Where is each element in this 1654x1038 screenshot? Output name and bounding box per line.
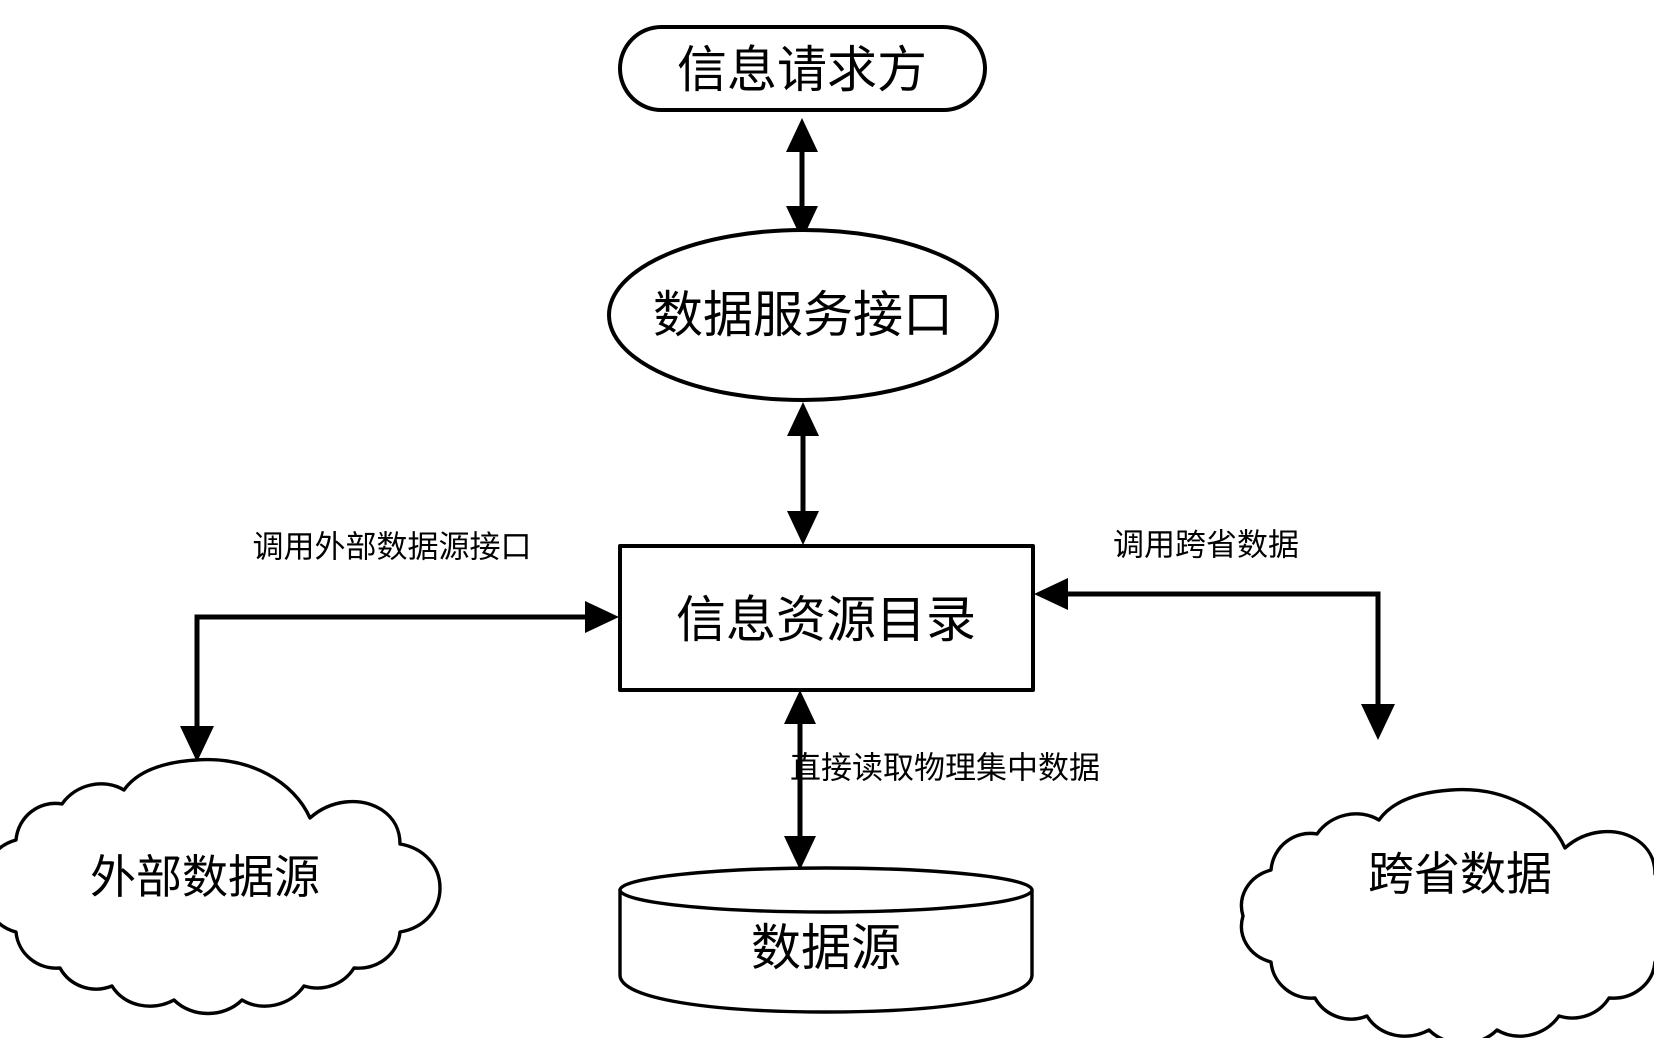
edge-catalog-external-line (194, 614, 600, 740)
catalog-shape (618, 544, 1035, 692)
arrow-head-left (1034, 578, 1068, 610)
edge-service-catalog[interactable] (787, 402, 819, 545)
edge-catalog-cross-label: 调用跨省数据 (1113, 528, 1299, 563)
data-source-label: 数据源 (751, 920, 901, 976)
node-catalog[interactable]: 信息资源目录 (618, 544, 1035, 692)
edge-catalog-datasource-label: 直接读取物理集中数据 (790, 751, 1100, 786)
requester-shape (618, 25, 987, 112)
arrow-head-down (787, 511, 819, 545)
arrow-head-down (784, 836, 816, 870)
service-api-shape (607, 228, 999, 402)
edge-catalog-cross-line (1053, 591, 1381, 718)
data-source-body (618, 888, 1034, 1014)
edge-catalog-cross[interactable]: 调用跨省数据 (1034, 528, 1395, 741)
cross-province-label: 跨省数据 (1368, 848, 1552, 900)
arrow-head-down (786, 206, 818, 240)
edge-catalog-external-label: 调用外部数据源接口 (253, 530, 532, 565)
external-source-label: 外部数据源 (90, 851, 320, 903)
arrow-head-down (1361, 704, 1395, 740)
arrow-head-up (784, 690, 816, 724)
edge-catalog-datasource[interactable]: 直接读取物理集中数据 (784, 690, 1100, 870)
arrow-head-up (787, 402, 819, 436)
node-service-api[interactable]: 数据服务接口 (607, 228, 999, 402)
arrow-head-right (585, 601, 619, 633)
catalog-label: 信息资源目录 (676, 592, 976, 648)
node-requester[interactable]: 信息请求方 (618, 25, 987, 112)
cross-province-shape (1239, 787, 1654, 1038)
node-external-source[interactable]: 外部数据源 (0, 757, 442, 1016)
data-source-top (618, 866, 1034, 914)
edge-catalog-external[interactable]: 调用外部数据源接口 (180, 530, 619, 763)
node-cross-province[interactable]: 跨省数据 (1239, 787, 1654, 1038)
requester-label: 信息请求方 (677, 42, 927, 98)
node-data-source[interactable]: 数据源 (618, 866, 1034, 1014)
arrow-head-up (786, 118, 818, 152)
service-api-label: 数据服务接口 (653, 287, 953, 343)
edge-requester-service[interactable] (786, 118, 818, 240)
arrow-head-down (180, 726, 214, 762)
external-source-shape (0, 757, 442, 1016)
